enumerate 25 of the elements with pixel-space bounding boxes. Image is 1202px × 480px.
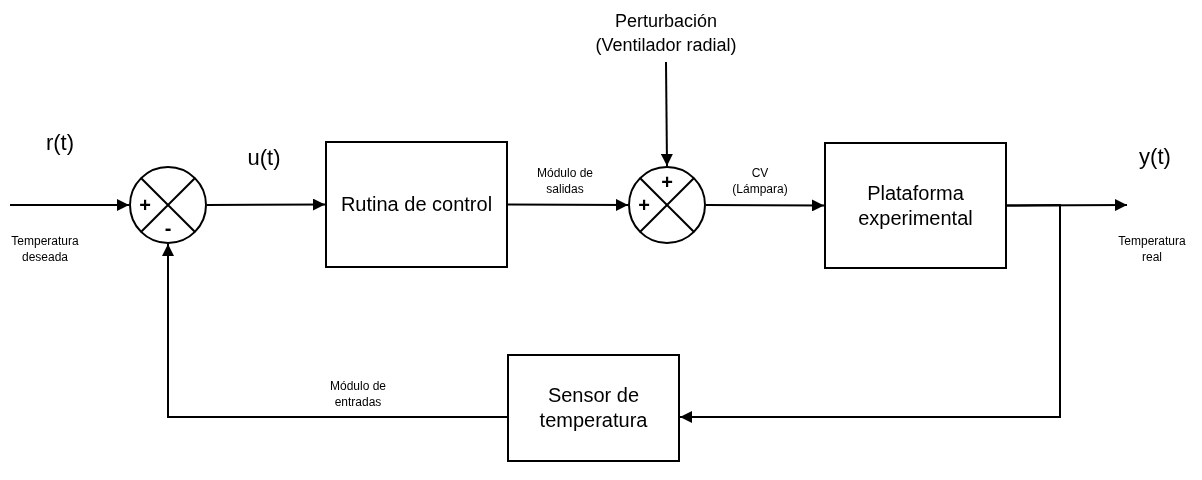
edge-label: Módulo de entradas: [328, 378, 387, 411]
arrow: [705, 199, 825, 212]
arrow: [507, 198, 629, 211]
summing-junction: [129, 166, 207, 244]
edge-label: CV (Lámpara): [731, 165, 789, 198]
sign-symbol: +: [139, 195, 151, 215]
arrow: [9, 199, 130, 211]
block-box: Rutina de control: [325, 141, 508, 268]
sign-symbol: +: [638, 195, 650, 215]
edge-label: u(t): [246, 144, 282, 172]
edge-label: Módulo de salidas: [535, 165, 594, 198]
arrow: [206, 198, 326, 211]
signal-label: r(t): [44, 129, 76, 157]
block-box: Sensor de temperatura: [507, 354, 680, 462]
signal-label: y(t): [1138, 143, 1172, 171]
arrow: [162, 243, 508, 418]
sign-symbol: -: [164, 218, 172, 238]
signal-label: Temperatura real: [1117, 233, 1187, 266]
summing-junction: [628, 166, 706, 244]
arrow: [660, 61, 673, 167]
block-box: Plataforma experimental: [824, 142, 1007, 269]
signal-label: Temperatura deseada: [10, 233, 80, 266]
sign-symbol: +: [661, 172, 673, 192]
arrow: [679, 204, 1061, 423]
disturbance-label: Perturbación (Ventilador radial): [591, 6, 741, 60]
